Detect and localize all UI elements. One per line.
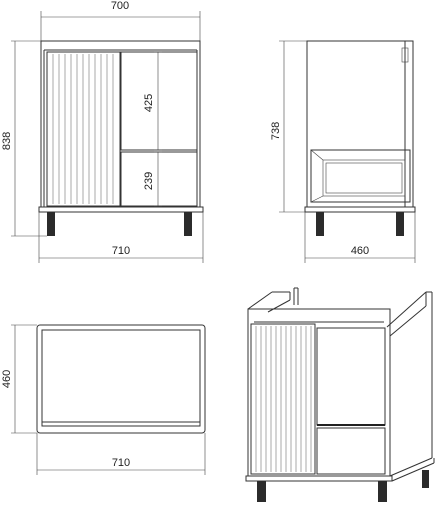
- front-view: 700 425 239: [1, 0, 204, 263]
- fluted-door-slats: [52, 54, 114, 204]
- front-top-width-label: 700: [111, 0, 129, 12]
- drawer-lower-height-label: 239: [143, 172, 155, 190]
- side-depth-label: 460: [351, 245, 369, 257]
- front-height-label: 838: [1, 132, 13, 150]
- drawer-upper-height-label: 425: [143, 94, 155, 112]
- side-view: 738 460: [270, 40, 416, 263]
- top-depth-label: 460: [1, 370, 13, 388]
- front-left-leg: [47, 212, 55, 236]
- perspective-left-leg: [257, 481, 266, 502]
- front-right-leg: [184, 212, 192, 236]
- side-back-leg: [396, 212, 404, 236]
- front-bottom-width-label: 710: [112, 245, 130, 257]
- perspective-right-leg: [378, 481, 387, 502]
- side-front-leg: [316, 212, 324, 236]
- perspective-back-leg: [422, 470, 429, 488]
- perspective-view: [245, 287, 435, 502]
- perspective-door-slats: [255, 326, 312, 472]
- top-width-label: 710: [112, 457, 130, 469]
- top-view: 460 710: [1, 324, 206, 475]
- side-height-label: 738: [270, 122, 282, 140]
